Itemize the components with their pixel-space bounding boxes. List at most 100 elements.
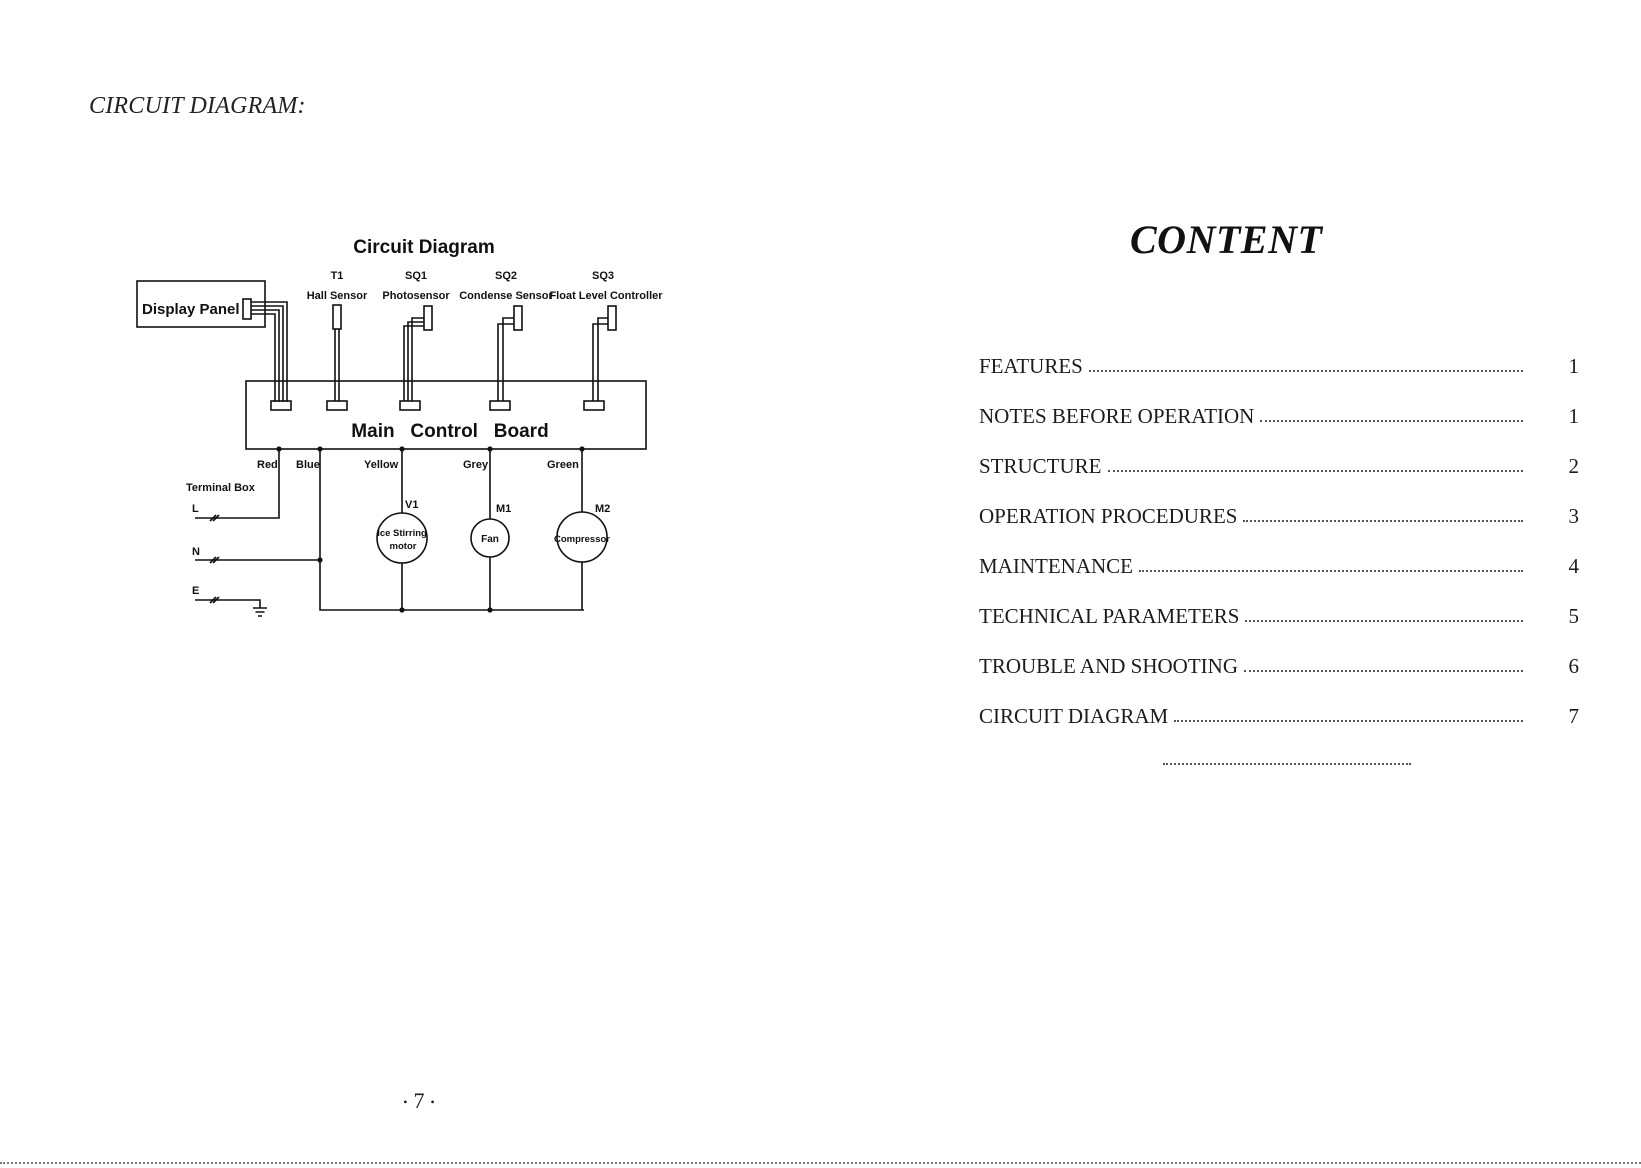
toc-entry-trouble-and-shooting[interactable]: TROUBLE AND SHOOTING 6	[979, 653, 1579, 703]
left-page: CIRCUIT DIAGRAM:	[89, 93, 663, 1114]
junction-n	[317, 557, 323, 563]
float-level-wire	[592, 317, 608, 401]
diagram-title: Circuit Diagram	[353, 237, 494, 258]
photosensor-body	[423, 305, 433, 331]
toc-entry-notes-before-operation[interactable]: NOTES BEFORE OPERATION 1	[979, 403, 1579, 453]
toc-entry-page: 2	[1568, 454, 1580, 478]
motor-name-v1-line1: Ice Stirring	[377, 528, 427, 539]
wire-label-red: Red	[257, 459, 278, 471]
motor-code-m2: M2	[595, 503, 610, 515]
wire-blue	[319, 449, 584, 611]
bottom-dotted-rule	[0, 1162, 1641, 1164]
sensor-name-sq2: Condense Sensor	[459, 290, 553, 302]
toc-entry-page: 7	[1568, 704, 1580, 728]
board-connector-display	[270, 400, 292, 411]
display-panel-wire-4	[251, 313, 276, 402]
wire-label-grey: Grey	[463, 459, 489, 471]
board-connector-sq1	[399, 400, 421, 411]
toc-entry-operation-procedures[interactable]: OPERATION PROCEDURES 3	[979, 503, 1579, 553]
junction-yellow	[399, 446, 405, 452]
toc-leader	[1138, 553, 1523, 572]
toc-entry-maintenance[interactable]: MAINTENANCE 4	[979, 553, 1579, 603]
terminal-mark-n	[209, 556, 220, 564]
toc-entry-page: 1	[1568, 404, 1580, 428]
toc-entry-technical-parameters[interactable]: TECHNICAL PARAMETERS 5	[979, 603, 1579, 653]
toc-leader	[1260, 403, 1523, 422]
toc-entry-page: 6	[1568, 654, 1580, 678]
junction-bus-v1	[399, 607, 405, 613]
toc-entry-page: 3	[1568, 504, 1580, 528]
sensor-code-t1: T1	[331, 270, 344, 282]
photosensor-wire	[403, 317, 424, 401]
toc-entry-structure[interactable]: STRUCTURE 2	[979, 453, 1579, 503]
display-panel-wire-1	[251, 301, 288, 402]
sensor-code-sq2: SQ2	[495, 270, 517, 282]
toc-entry-label: OPERATION PROCEDURES	[979, 504, 1238, 528]
sensor-name-sq1: Photosensor	[382, 290, 450, 302]
board-connector-t1	[326, 400, 348, 411]
display-panel-wire-2	[251, 305, 284, 402]
toc-leader	[1243, 503, 1523, 522]
sensor-name-t1: Hall Sensor	[307, 290, 368, 302]
toc-entry-label: CIRCUIT DIAGRAM	[979, 704, 1169, 728]
toc-leader	[1107, 453, 1523, 472]
junction-green	[579, 446, 585, 452]
circuit-diagram: Circuit Diagram Display Panel Main Contr…	[136, 237, 663, 617]
toc-entry-label: MAINTENANCE	[979, 554, 1133, 578]
toc-extra-leader	[1163, 763, 1411, 765]
wire-label-green: Green	[547, 459, 579, 471]
display-panel-label: Display Panel	[142, 301, 240, 318]
main-control-board-box	[245, 380, 647, 450]
page-number-value: 7	[413, 1088, 425, 1113]
terminal-mark-l	[209, 514, 220, 522]
junction-red	[276, 446, 282, 452]
page-number-dot-right: •	[430, 1095, 435, 1110]
ground-symbol	[253, 607, 267, 617]
toc-entry-page: 5	[1568, 604, 1580, 628]
sensor-code-sq3: SQ3	[592, 270, 614, 282]
terminal-box-label: Terminal Box	[186, 482, 256, 494]
wire-label-blue: Blue	[296, 459, 320, 471]
toc-leader	[1088, 353, 1523, 372]
display-panel-connector	[242, 298, 252, 320]
terminal-n-label: N	[192, 546, 200, 558]
fan-symbol	[470, 518, 510, 558]
ice-stirring-motor-symbol	[376, 512, 428, 564]
toc-entry-features[interactable]: FEATURES 1	[979, 353, 1579, 403]
toc-entry-label: NOTES BEFORE OPERATION	[979, 404, 1255, 428]
compressor-symbol	[556, 511, 608, 563]
junction-grey	[487, 446, 493, 452]
motor-name-m2: Compressor	[554, 534, 610, 545]
section-heading: CIRCUIT DIAGRAM:	[89, 93, 306, 119]
hall-sensor-wire	[334, 329, 340, 401]
toc-entry-page: 4	[1568, 554, 1580, 578]
wire-red	[195, 449, 280, 519]
toc-entry-circuit-diagram[interactable]: CIRCUIT DIAGRAM 7	[979, 703, 1579, 753]
wire-e	[195, 599, 261, 608]
board-connector-sq2	[489, 400, 511, 411]
board-connector-sq3	[583, 400, 605, 411]
toc-list: FEATURES 1 NOTES BEFORE OPERATION 1 STRU…	[979, 353, 1579, 753]
condense-sensor-body	[513, 305, 523, 331]
page-number: • 7 •	[389, 1088, 449, 1114]
toc-entry-label: TROUBLE AND SHOOTING	[979, 654, 1238, 678]
terminal-l-label: L	[192, 503, 199, 515]
toc-entry-label: TECHNICAL PARAMETERS	[979, 604, 1240, 628]
toc-entry-label: STRUCTURE	[979, 454, 1102, 478]
right-page: CONTENT FEATURES 1 NOTES BEFORE OPERATIO…	[860, 0, 1641, 1168]
motor-code-v1: V1	[405, 499, 418, 511]
wire-label-yellow: Yellow	[364, 459, 399, 471]
toc-title: CONTENT	[1130, 217, 1323, 262]
condense-sensor-wire	[497, 317, 514, 401]
sensor-code-sq1: SQ1	[405, 270, 427, 282]
toc-leader	[1244, 653, 1523, 672]
junction-bus-m1	[487, 607, 493, 613]
motor-name-m1: Fan	[481, 534, 499, 545]
motor-name-v1-line2: motor	[390, 541, 417, 552]
terminal-e-label: E	[192, 585, 199, 597]
motor-code-m1: M1	[496, 503, 511, 515]
main-control-board-label: Main Control Board	[351, 421, 548, 442]
page-number-dot-left: •	[403, 1095, 408, 1110]
sensor-name-sq3: Float Level Controller	[549, 290, 663, 302]
display-panel-box	[136, 280, 266, 328]
